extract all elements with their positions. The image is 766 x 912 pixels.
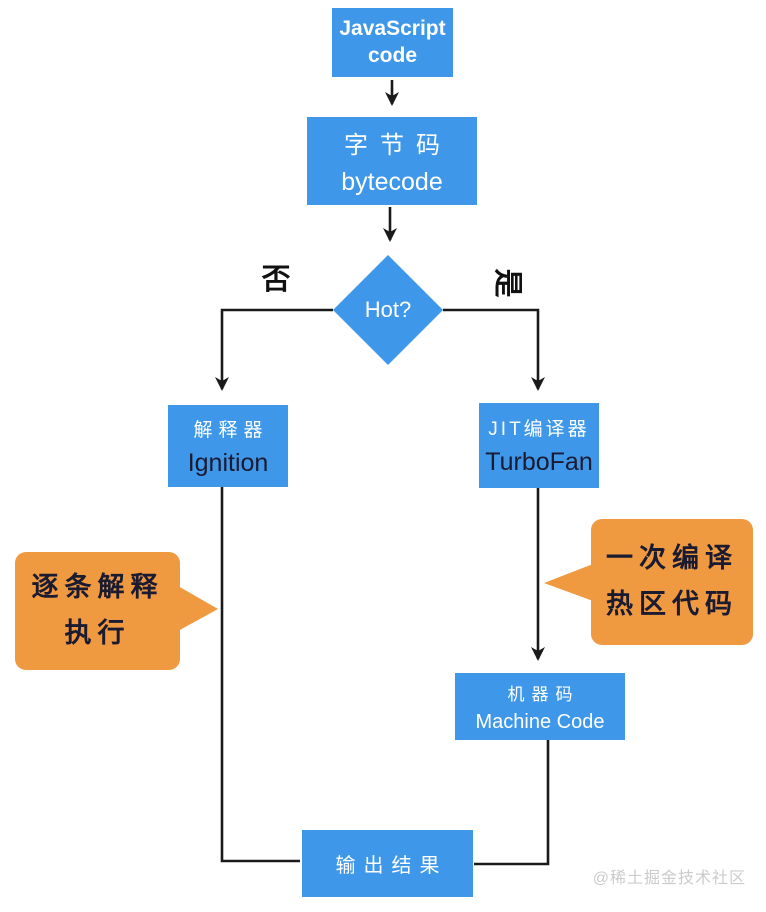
node-jit-turbofan: JIT编译器 TurboFan — [479, 403, 599, 488]
branch-label-no: 否 — [261, 264, 291, 296]
node-javascript-code-line2: code — [367, 43, 417, 67]
branch-label-yes: 是 — [491, 268, 523, 298]
callout-jit-note: 一次编译 热区代码 — [591, 519, 753, 645]
left-callout-tail — [178, 586, 218, 631]
node-interpreter-line2: Ignition — [187, 448, 269, 477]
hot-decision-label: Hot? — [364, 297, 412, 322]
node-jit-line2: TurboFan — [485, 448, 593, 476]
hot-decision-diamond — [333, 255, 443, 365]
callout-jit-note-line2: 热区代码 — [606, 589, 738, 619]
node-javascript-code-line1: JavaScript — [339, 17, 446, 41]
node-machine-code-line1: 机器码 — [507, 684, 580, 704]
line-machinecode-to-output — [474, 740, 550, 866]
node-bytecode-line1: 字节码 — [344, 132, 452, 159]
arrow-yes-branch — [443, 308, 545, 391]
node-machine-code-line2: Machine Code — [475, 710, 605, 733]
node-output-result: 输出结果 — [302, 830, 473, 897]
node-machine-code: 机器码 Machine Code — [455, 673, 625, 740]
arrow-no-branch — [215, 308, 333, 391]
callout-interpreter-note-line2: 执行 — [64, 618, 131, 648]
watermark-text: @稀土掘金技术社区 — [592, 870, 746, 887]
node-jit-line1: JIT编译器 — [488, 419, 590, 440]
callout-jit-note-line1: 一次编译 — [606, 543, 738, 574]
node-bytecode-line2: bytecode — [341, 168, 443, 196]
callout-interpreter-note: 逐条解释 执行 — [15, 552, 180, 670]
node-bytecode: 字节码 bytecode — [307, 117, 477, 205]
node-interpreter-ignition: 解释器 Ignition — [168, 405, 288, 487]
node-javascript-code: JavaScript code — [332, 8, 453, 77]
line-interpreter-to-output — [220, 487, 300, 863]
callout-interpreter-note-line1: 逐条解释 — [31, 572, 164, 603]
node-interpreter-line1: 解释器 — [193, 419, 269, 441]
node-output-result-label: 输出结果 — [335, 855, 448, 877]
right-callout-tail — [544, 564, 593, 601]
